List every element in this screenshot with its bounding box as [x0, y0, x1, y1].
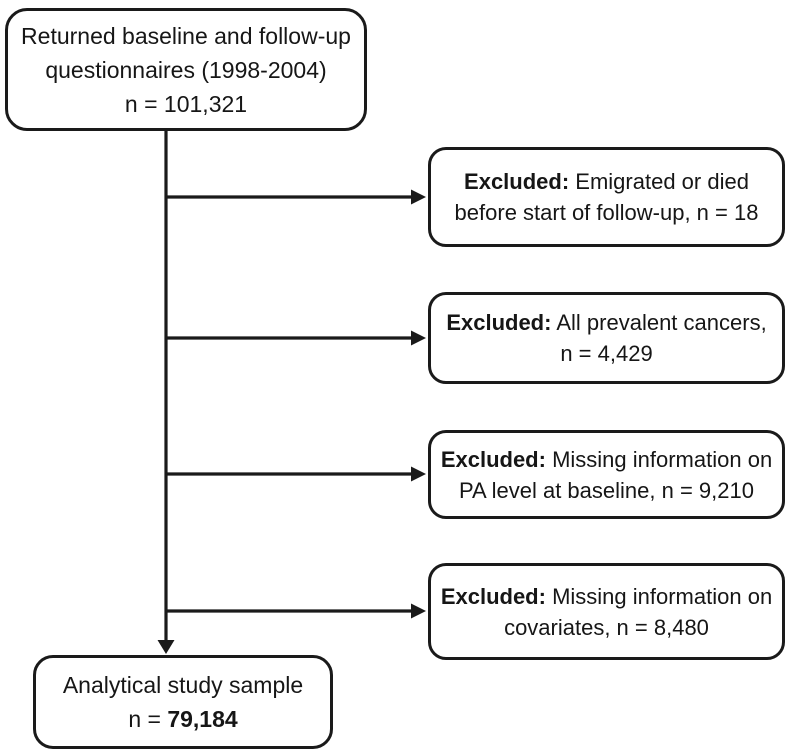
enrollment-count: n = 101,321 — [124, 90, 248, 117]
branch-arrowhead-4 — [411, 603, 426, 619]
exclusion-1-reason: Emigrated or died — [575, 169, 749, 194]
exclusion-3-line2: PA level at baseline, n = 9,210 — [459, 477, 754, 503]
final-sample-label: Analytical study sample — [62, 672, 304, 698]
enrollment-box: Returned baseline and follow-up question… — [5, 8, 367, 131]
down-arrowhead — [157, 640, 175, 654]
final-count-value: 79,184 — [167, 706, 238, 732]
exclusion-box-2: Excluded: All prevalent cancers, n = 4,4… — [428, 292, 785, 384]
exclusion-2-line2: n = 4,429 — [560, 341, 653, 366]
exclusion-4-line1: Excluded: Missing information on — [441, 581, 772, 612]
exclusion-1-line1: Excluded: Emigrated or died — [464, 166, 749, 197]
branch-arrowhead-1 — [411, 189, 426, 205]
excluded-label-3: Excluded: — [440, 446, 546, 472]
final-sample-count: n = 79,184 — [128, 702, 237, 736]
exclusion-4-line2: covariates, n = 8,480 — [504, 614, 709, 640]
exclusion-box-4: Excluded: Missing information on covaria… — [428, 563, 785, 660]
final-count-prefix: n = — [128, 706, 168, 732]
enrollment-text-line1: Returned baseline and follow-up — [21, 22, 351, 49]
exclusion-box-1: Excluded: Emigrated or died before start… — [428, 147, 785, 247]
excluded-label-1: Excluded: — [464, 169, 570, 194]
exclusion-2-reason: All prevalent cancers, — [556, 310, 767, 335]
exclusion-1-line2: before start of follow-up, n = 18 — [454, 200, 759, 225]
exclusion-2-line1: Excluded: All prevalent cancers, — [446, 307, 766, 338]
final-sample-box: Analytical study sample n = 79,184 — [33, 655, 333, 749]
branch-arrowhead-3 — [411, 466, 426, 482]
exclusion-box-3: Excluded: Missing information on PA leve… — [428, 430, 785, 519]
exclusion-4-reason: Missing information on — [552, 583, 773, 609]
exclusion-3-line1: Excluded: Missing information on — [441, 444, 772, 475]
excluded-label-2: Excluded: — [446, 310, 552, 335]
exclusion-3-reason: Missing information on — [552, 446, 773, 472]
enrollment-text-line2: questionnaires (1998-2004) — [45, 56, 327, 83]
branch-arrowhead-2 — [411, 330, 426, 346]
excluded-label-4: Excluded: — [440, 583, 546, 609]
